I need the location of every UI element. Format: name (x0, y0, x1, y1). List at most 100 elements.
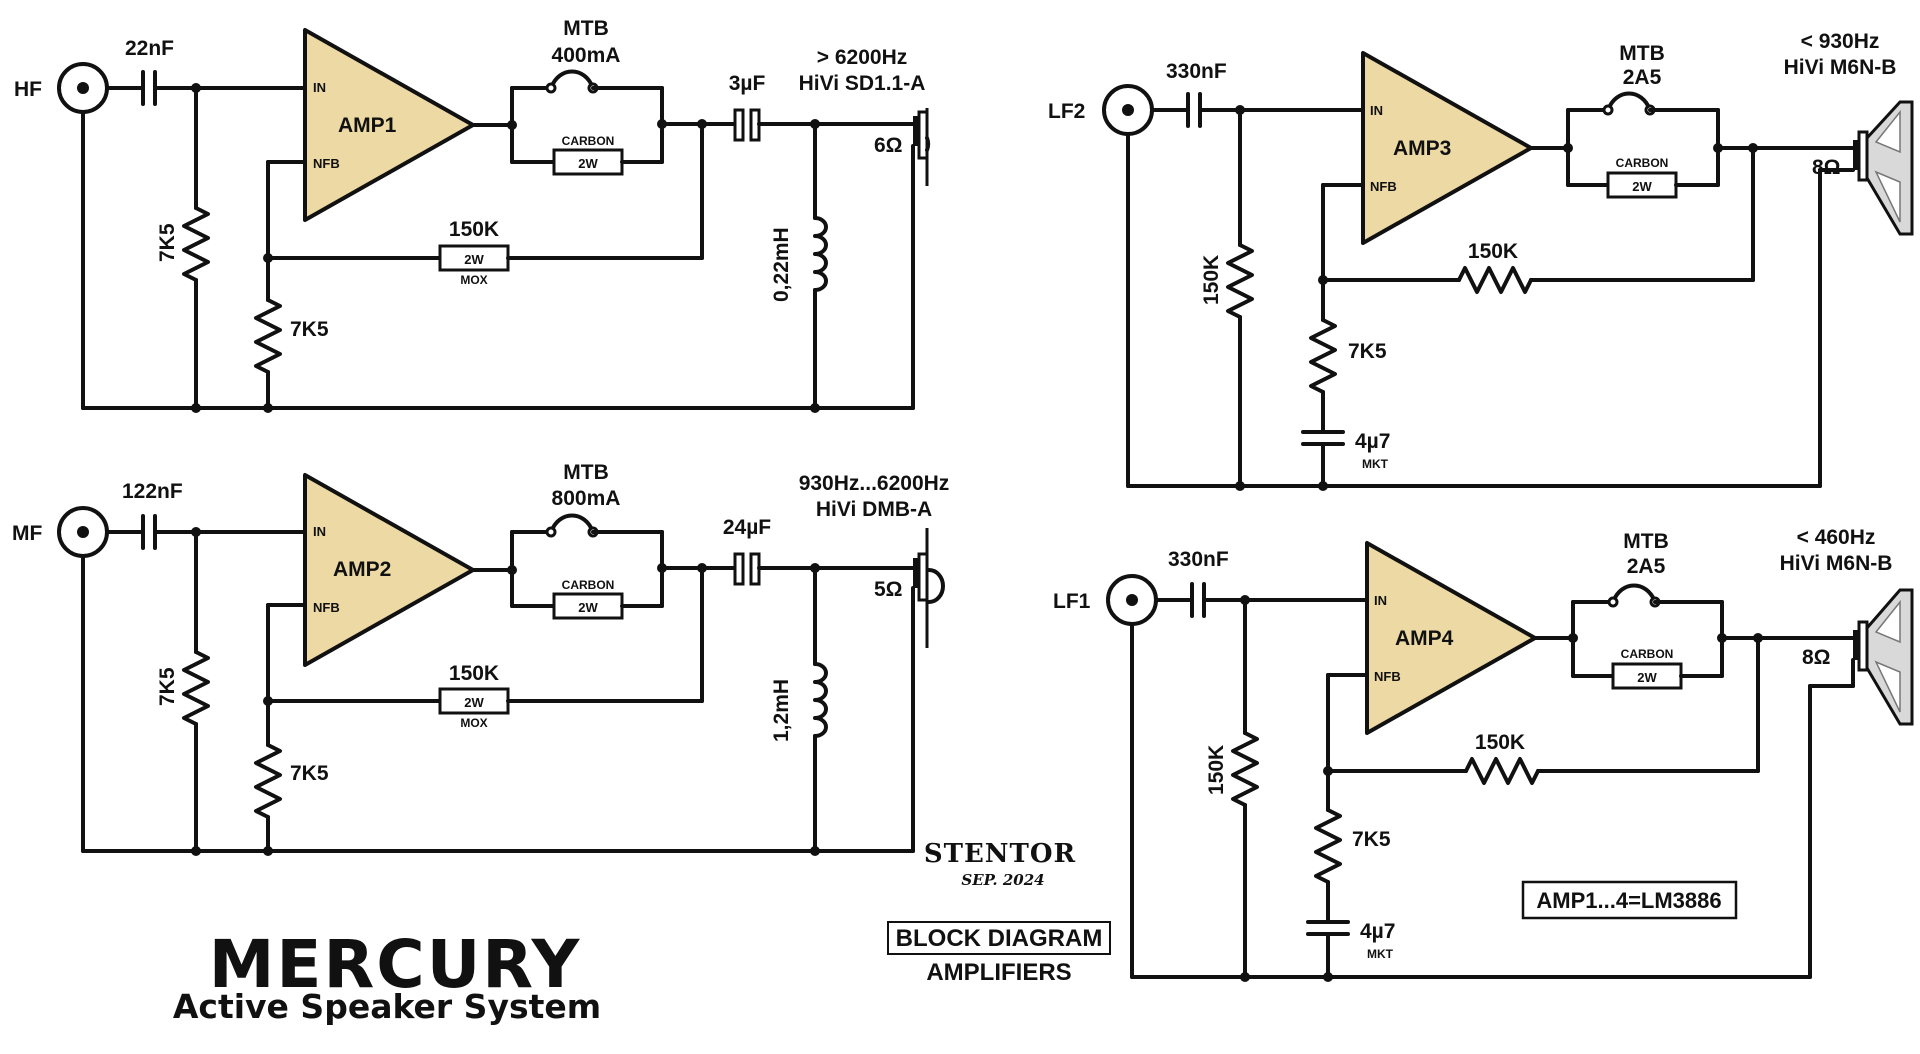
lf2-feedback-res-label: 150K (1468, 240, 1518, 263)
block-diagram-title: BLOCK DIAGRAM (896, 925, 1103, 952)
lf2-mkt-label: MKT (1362, 457, 1389, 471)
lf1-impedance: 8Ω (1802, 646, 1831, 669)
hf-tweeter-icon (911, 108, 931, 410)
hf-impedance: 6Ω (874, 134, 903, 157)
amp2-label: AMP2 (333, 558, 391, 581)
lf2-fuse-rating: 2A5 (1623, 66, 1662, 89)
mf-dome-driver-icon (911, 528, 945, 853)
mf-input-cap-label: 122nF (122, 480, 183, 503)
hf-band: > 6200Hz (817, 46, 907, 69)
lf2-shunt-resistor (1226, 243, 1254, 319)
lf1-driver: HiVi M6N-B (1780, 552, 1893, 575)
hf-feedback-res-power: 2W (464, 252, 484, 267)
hf-driver: HiVi SD1.1-A (799, 72, 926, 95)
hf-mox-label: MOX (460, 273, 487, 287)
amp3-pin-in: IN (1370, 103, 1383, 118)
mf-coil-label: 1,2mH (770, 679, 793, 742)
lf2-carbon-res-power: 2W (1632, 179, 1652, 194)
hf-feedback-res-label: 150K (449, 218, 499, 241)
mf-shunt-resistor (182, 650, 210, 726)
hf-fuse (549, 69, 595, 90)
lf2-fuse (1606, 91, 1652, 112)
mf-series-capacitor (733, 552, 761, 586)
hf-carbon-resistor (552, 148, 624, 176)
lf1-fuse-name: MTB (1623, 530, 1669, 553)
hf-shunt-res-label: 7K5 (156, 223, 179, 262)
amp3-triangle (1361, 51, 1533, 245)
lf2-woofer-icon (1818, 100, 1914, 488)
lf2-impedance: 8Ω (1812, 156, 1841, 179)
mf-carbon-res-power: 2W (578, 600, 598, 615)
lf1-carbon-label: CARBON (1621, 647, 1674, 661)
amp4-pin-in: IN (1374, 593, 1387, 608)
mf-series-cap-label: 24µF (723, 516, 771, 539)
hf-input-cap-label: 22nF (125, 37, 174, 60)
amp1-pin-nfb: NFB (313, 156, 340, 171)
lf2-carbon-label: CARBON (1616, 156, 1669, 170)
amp4-pin-nfb: NFB (1374, 669, 1401, 684)
amp4-circuit: LF1 330nF 150K IN NFB AMP4 7K5 4µ7 MKT (1053, 526, 1914, 982)
hf-input-jack (57, 62, 109, 410)
lf1-band: < 460Hz (1797, 526, 1876, 549)
lf1-carbon-res-power: 2W (1637, 670, 1657, 685)
amp2-triangle (303, 473, 475, 667)
lf1-feedback-res-label: 150K (1475, 731, 1525, 754)
lf2-ground-resistor (1309, 318, 1337, 394)
lf1-fuse-rating: 2A5 (1627, 555, 1666, 578)
amp4-triangle (1365, 541, 1537, 735)
page-subtitle: Active Speaker System (173, 987, 601, 1026)
mf-feedback-resistor (438, 687, 510, 715)
mf-feedback-res-label: 150K (449, 662, 499, 685)
amp1-label: AMP1 (338, 114, 397, 137)
lf2-input-cap-label: 330nF (1166, 60, 1227, 83)
lf1-woofer-icon (1808, 588, 1914, 979)
hf-series-cap-label: 3µF (729, 72, 766, 95)
lf2-input-label: LF2 (1048, 100, 1085, 123)
page-title: MERCURY (209, 926, 582, 1003)
lf1-feedback-resistor (1464, 757, 1540, 785)
lf2-band: < 930Hz (1801, 30, 1880, 53)
mf-driver: HiVi DMB-A (816, 498, 932, 521)
lf1-mkt-label: MKT (1367, 947, 1394, 961)
mf-coil (813, 662, 828, 738)
mf-feedback-res-power: 2W (464, 695, 484, 710)
lf1-carbon-resistor (1611, 662, 1683, 690)
hf-fuse-name: MTB (563, 17, 609, 40)
amp3-circuit: LF2 330nF 150K IN NFB AMP3 7K5 4µ7 MKT (1048, 30, 1914, 491)
hf-series-capacitor (733, 108, 761, 142)
lf1-ground-resistor (1314, 808, 1342, 884)
amp2-pin-in: IN (313, 524, 326, 539)
lf1-input-label: LF1 (1053, 590, 1091, 613)
lf2-ground-res-label: 7K5 (1348, 340, 1387, 363)
hf-coil-label: 0,22mH (770, 227, 793, 302)
amp3-pin-nfb: NFB (1370, 179, 1397, 194)
mf-ground-resistor (254, 743, 282, 819)
amp2-circuit: MF 122nF 7K5 IN NFB AMP2 7K5 2W 150K MOX (12, 461, 949, 856)
block-diagram-label: BLOCK DIAGRAM AMPLIFIERS (887, 921, 1111, 986)
hf-shunt-resistor (182, 206, 210, 282)
hf-ground-resistor (254, 298, 282, 374)
amp1-circuit: HF 22nF 7K5 IN NFB AMP1 7K5 2W 150K MOX (14, 17, 931, 413)
mf-band: 930Hz...6200Hz (799, 472, 950, 495)
lf2-input-jack (1102, 84, 1154, 488)
lf1-fuse (1611, 583, 1657, 604)
lf1-shunt-resistor (1231, 731, 1259, 807)
lf1-input-cap-label: 330nF (1168, 548, 1229, 571)
mf-fuse-name: MTB (563, 461, 609, 484)
hf-fuse-rating: 400mA (552, 44, 621, 67)
lf2-feedback-resistor (1457, 266, 1533, 294)
amp-note: AMP1...4=LM3886 (1536, 888, 1721, 913)
lf1-ground-res-label: 7K5 (1352, 828, 1391, 851)
mf-fuse (549, 513, 595, 534)
drawing-date: SEP. 2024 (961, 871, 1044, 889)
mf-carbon-label: CARBON (562, 578, 615, 592)
amp4-label: AMP4 (1395, 627, 1454, 650)
lf2-ground-cap-label: 4µ7 (1355, 430, 1390, 453)
hf-coil (813, 216, 828, 292)
mf-shunt-res-label: 7K5 (156, 667, 179, 706)
amp3-label: AMP3 (1393, 137, 1451, 160)
hf-input-label: HF (14, 78, 42, 101)
mf-impedance: 5Ω (874, 578, 903, 601)
lf2-driver: HiVi M6N-B (1784, 56, 1897, 79)
hf-ground-res-label: 7K5 (290, 318, 329, 341)
